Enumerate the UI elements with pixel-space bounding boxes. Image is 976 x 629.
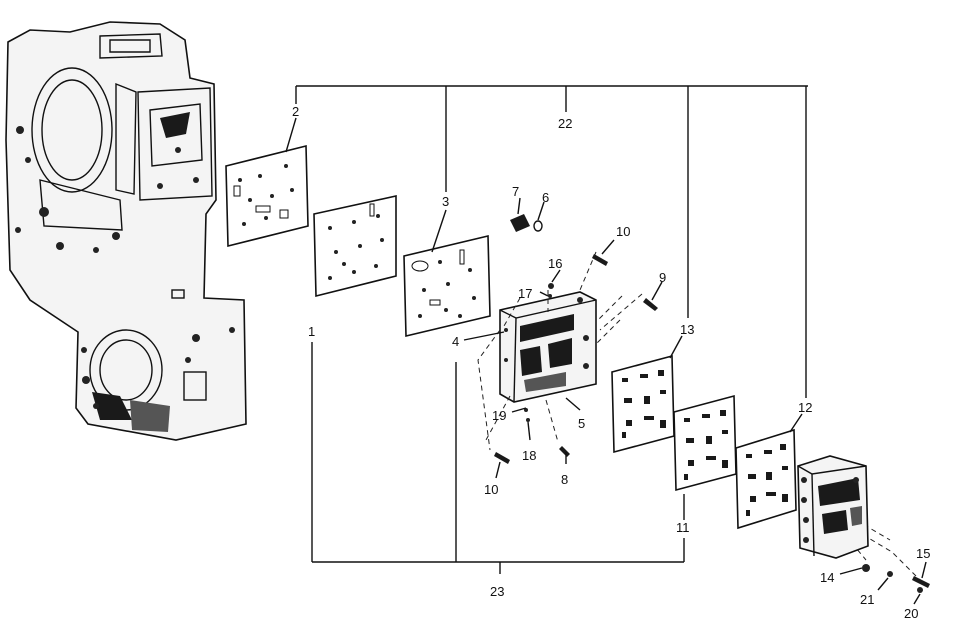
callout-6: 6 [542, 190, 549, 205]
callout-16: 16 [548, 256, 562, 271]
o-ring-6 [533, 220, 543, 232]
leader-lines [285, 117, 927, 605]
callout-8: 8 [561, 472, 568, 487]
callout-9: 9 [659, 270, 666, 285]
plate-13 [611, 354, 675, 454]
plate-12 [735, 428, 797, 530]
callout-5: 5 [578, 416, 585, 431]
callout-15: 15 [916, 546, 930, 561]
callout-22: 22 [558, 116, 572, 131]
callout-1: 1 [308, 324, 315, 339]
callout-21: 21 [860, 592, 874, 607]
callout-12: 12 [798, 400, 812, 415]
callout-23: 23 [490, 584, 504, 599]
valve-body-4 [499, 291, 597, 403]
bracket-22 [295, 85, 808, 398]
callout-13: 13 [680, 322, 694, 337]
plate-3 [403, 234, 491, 338]
end-cover-assembly [797, 455, 869, 559]
callout-18: 18 [522, 448, 536, 463]
callout-4: 4 [452, 334, 459, 349]
bolts [494, 254, 658, 464]
plate-1 [313, 195, 397, 298]
callout-17: 17 [518, 286, 532, 301]
callout-10-bottom: 10 [484, 482, 498, 497]
callout-7: 7 [512, 184, 519, 199]
ball-16 [548, 283, 554, 289]
part-17 [548, 294, 552, 298]
callout-14: 14 [820, 570, 834, 585]
callout-19: 19 [492, 408, 506, 423]
callout-20: 20 [904, 606, 918, 621]
small-parts-14-15-20-21 [862, 564, 930, 593]
callout-labels: 1 2 3 4 5 6 7 8 9 10 10 11 12 13 14 15 1… [292, 104, 930, 621]
callout-10-top: 10 [616, 224, 630, 239]
bracket-23 [311, 342, 685, 574]
plate-2 [225, 144, 309, 248]
spring-7 [510, 214, 530, 232]
alignment-dashes [477, 251, 921, 581]
transmission-housing [5, 21, 247, 441]
callout-11: 11 [676, 520, 690, 535]
plate-11 [673, 394, 737, 492]
callout-3: 3 [442, 194, 449, 209]
callout-2: 2 [292, 104, 299, 119]
